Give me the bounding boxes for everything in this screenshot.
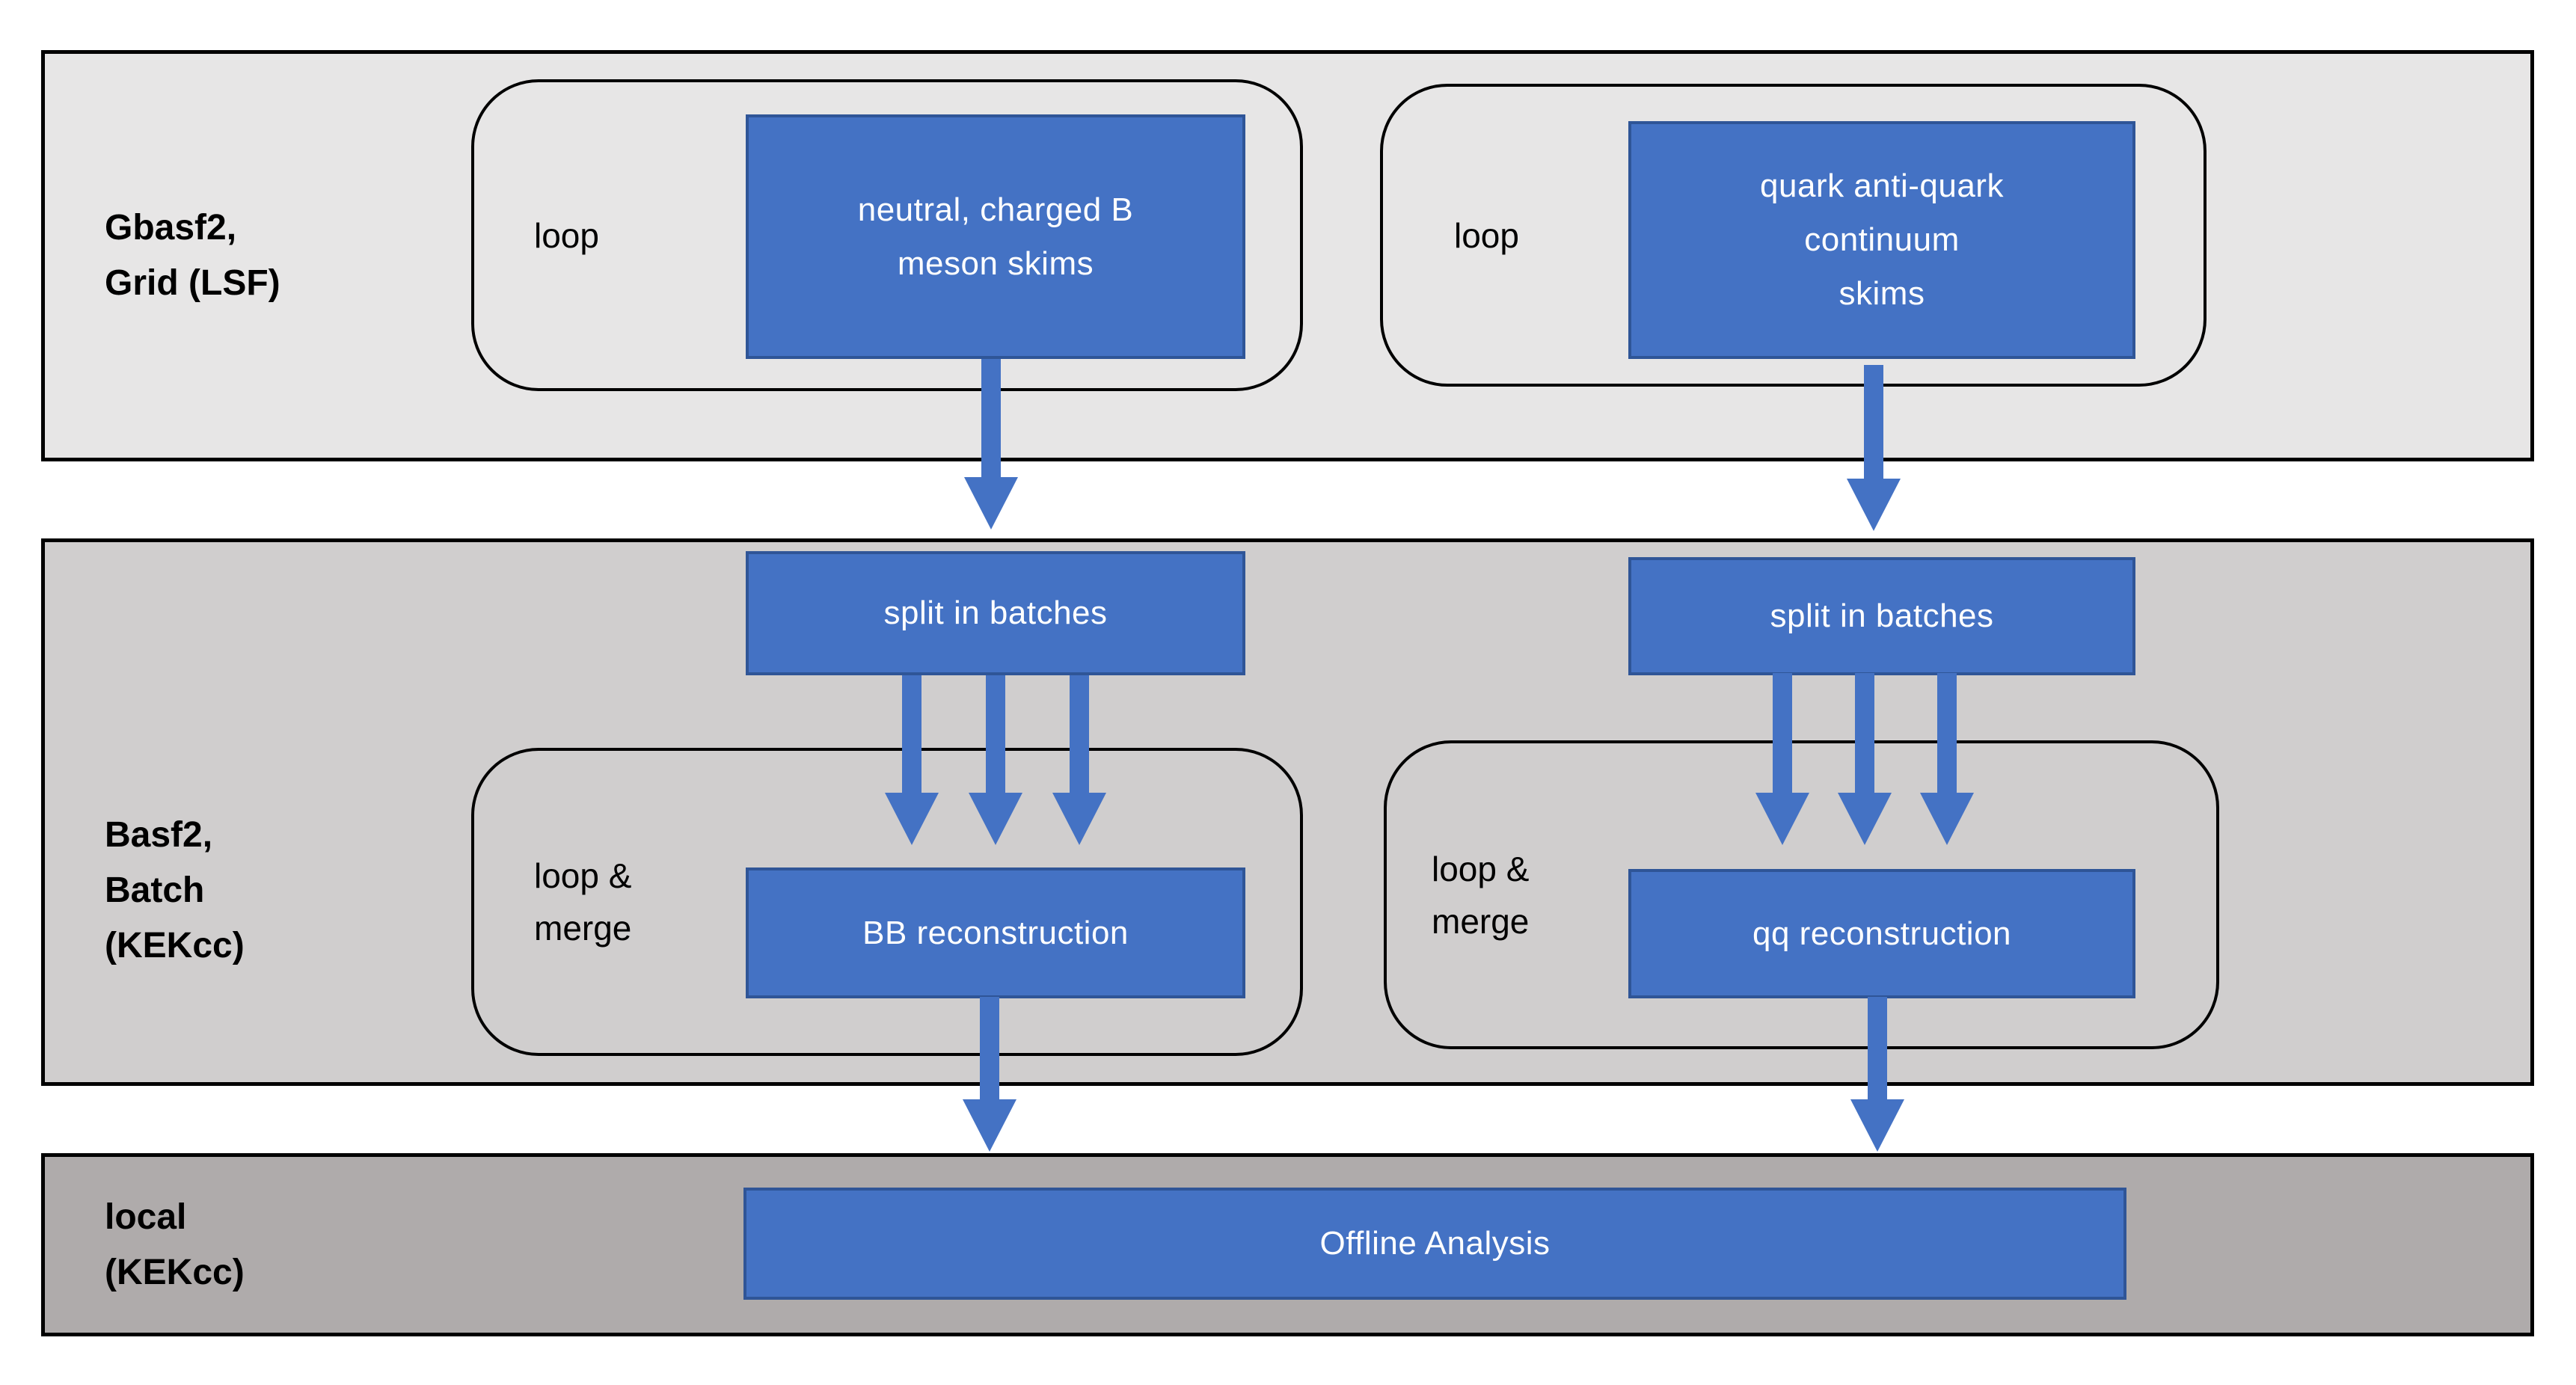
arrow-split-right-3-icon [1920, 673, 1974, 845]
arrow-head [1847, 479, 1901, 531]
band-batch-label-line2: Batch [105, 870, 205, 910]
bmeson-skims-line1: neutral, charged B [857, 191, 1134, 228]
arrow-split-left-3-icon [1052, 675, 1106, 845]
loop-merge-group-bb: loop & merge BB reconstruction [471, 748, 1303, 1056]
loop-group-continuum: loop quark anti-quark continuum skims [1380, 84, 2207, 387]
arrow-shaft [1070, 675, 1089, 793]
continuum-skims-box: quark anti-quark continuum skims [1628, 121, 2135, 359]
band-batch-label-line1: Basf2, [105, 815, 213, 855]
loop-merge-line1: loop & [534, 856, 632, 895]
arrow-shaft [1937, 673, 1957, 793]
loop-merge-line1: loop & [1432, 849, 1530, 888]
band-grid-label-line1: Gbasf2, [105, 208, 237, 248]
offline-analysis-box: Offline Analysis [743, 1188, 2126, 1300]
arrow-head [1755, 793, 1809, 845]
loop-label-text: loop [534, 215, 599, 255]
arrow-head [1052, 793, 1106, 845]
split-right-label: split in batches [1770, 598, 1994, 634]
loop-label-continuum: loop [1454, 209, 1519, 262]
arrow-head [1850, 1099, 1904, 1152]
loop-merge-line2: merge [1432, 901, 1530, 941]
arrow-head [964, 477, 1018, 529]
loop-group-bmeson: loop neutral, charged B meson skims [471, 79, 1303, 391]
bb-reconstruction-label: BB reconstruction [862, 914, 1129, 951]
arrow-head [969, 793, 1022, 845]
arrow-head [1838, 793, 1892, 845]
band-batch-label: Basf2, Batch (KEKcc) [105, 808, 245, 974]
qq-reconstruction-label: qq reconstruction [1752, 915, 2012, 952]
loop-label-bmeson: loop [534, 209, 599, 262]
band-batch-label-line3: (KEKcc) [105, 926, 245, 965]
loop-merge-line2: merge [534, 909, 632, 948]
split-left-label: split in batches [883, 595, 1108, 631]
offline-analysis-label: Offline Analysis [1319, 1225, 1551, 1262]
arrow-shaft [1773, 673, 1792, 793]
arrow-shaft [986, 675, 1005, 793]
arrow-head [885, 793, 939, 845]
band-grid-label: Gbasf2, Grid (LSF) [105, 200, 280, 311]
loop-merge-label-bb: loop & merge [534, 850, 631, 954]
arrow-shaft [980, 997, 999, 1099]
arrow-head [1920, 793, 1974, 845]
band-local-label-line1: local [105, 1197, 187, 1237]
band-local-label-line2: (KEKcc) [105, 1252, 245, 1292]
band-grid-label-line2: Grid (LSF) [105, 263, 280, 303]
bmeson-skims-box: neutral, charged B meson skims [746, 114, 1245, 359]
arrow-continuum-to-split-icon [1847, 365, 1901, 531]
continuum-skims-line1: quark anti-quark [1760, 168, 2004, 204]
arrow-shaft [1868, 997, 1887, 1099]
bmeson-skims-line2: meson skims [897, 245, 1094, 282]
continuum-skims-line2: continuum [1804, 221, 1960, 258]
continuum-skims-line3: skims [1839, 275, 1925, 312]
bb-reconstruction-box: BB reconstruction [746, 867, 1245, 998]
arrow-bmeson-to-split-icon [964, 359, 1018, 529]
split-in-batches-right-box: split in batches [1628, 557, 2135, 675]
arrow-shaft [1855, 673, 1874, 793]
arrow-split-right-2-icon [1838, 673, 1892, 845]
arrow-shaft [902, 675, 921, 793]
arrow-qq-to-offline-icon [1850, 997, 1904, 1152]
loop-merge-label-qq: loop & merge [1432, 843, 1529, 948]
arrow-shaft [981, 359, 1001, 477]
loop-label-text: loop [1454, 215, 1519, 255]
arrow-split-right-1-icon [1755, 673, 1809, 845]
arrow-shaft [1864, 365, 1883, 479]
arrow-head [963, 1099, 1016, 1152]
loop-merge-group-qq: loop & merge qq reconstruction [1384, 740, 2219, 1049]
arrow-bb-to-offline-icon [963, 997, 1016, 1152]
qq-reconstruction-box: qq reconstruction [1628, 869, 2135, 998]
band-local-label: local (KEKcc) [105, 1190, 245, 1300]
split-in-batches-left-box: split in batches [746, 551, 1245, 675]
arrow-split-left-1-icon [885, 675, 939, 845]
arrow-split-left-2-icon [969, 675, 1022, 845]
